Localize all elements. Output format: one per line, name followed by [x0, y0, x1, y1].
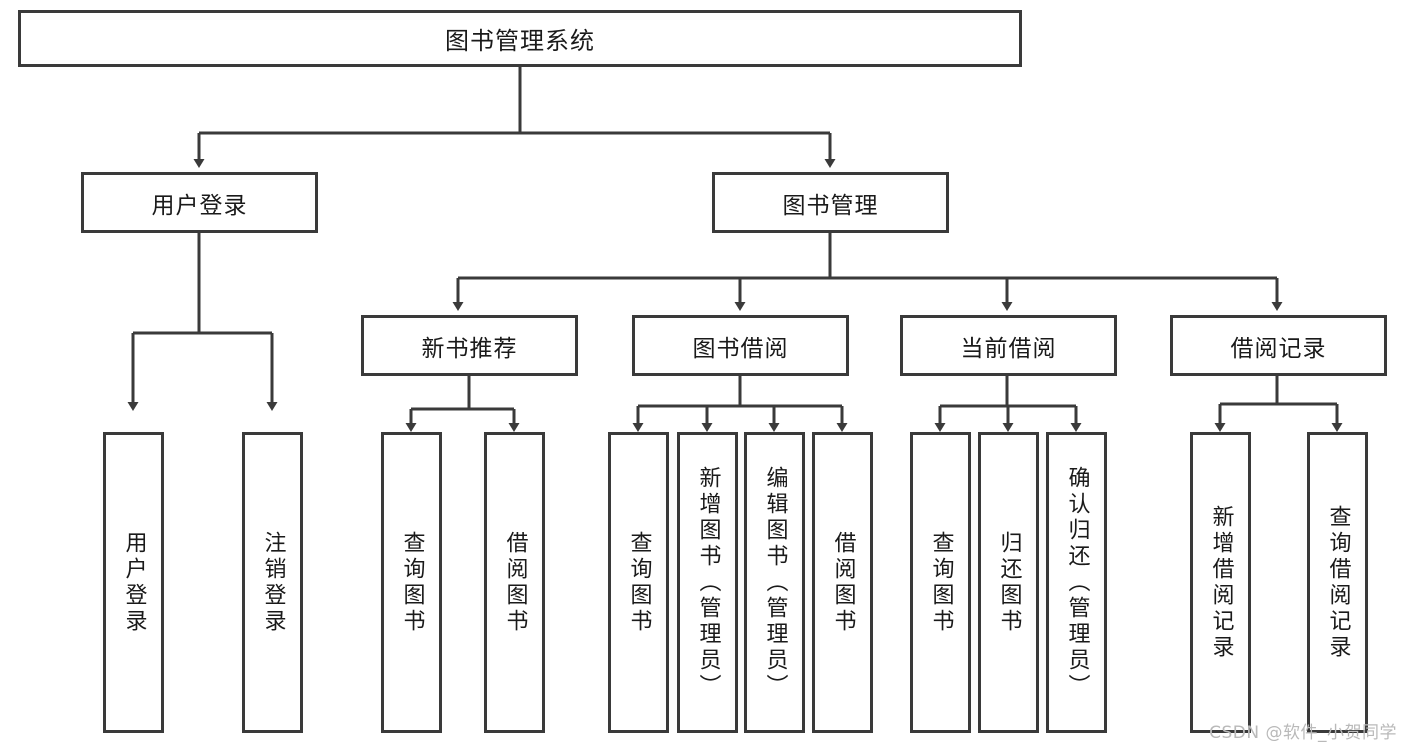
node-new-book-rec-label: 新书推荐 — [421, 335, 518, 362]
leaf-user-logout[interactable]: 注销登录 — [242, 432, 303, 733]
leaf-cur-query-label: 查询图书 — [928, 530, 954, 635]
node-root-label: 图书管理系统 — [445, 27, 595, 55]
leaf-borrow-query-label: 查询图书 — [626, 530, 652, 635]
node-book-borrow[interactable]: 图书借阅 — [632, 315, 849, 376]
leaf-rec-query[interactable]: 查询图书 — [381, 432, 442, 733]
leaf-cur-confirm[interactable]: 确认归还（管理员） — [1046, 432, 1107, 733]
leaf-borrow-add-label: 新增图书（管理员） — [695, 465, 721, 700]
leaf-rec-borrow-label: 借阅图书 — [502, 530, 528, 635]
node-borrow-record-label: 借阅记录 — [1230, 335, 1327, 362]
node-book-manage[interactable]: 图书管理 — [712, 172, 949, 233]
leaf-rec-borrow[interactable]: 借阅图书 — [484, 432, 545, 733]
node-borrow-record[interactable]: 借阅记录 — [1170, 315, 1387, 376]
leaf-cur-confirm-label: 确认归还（管理员） — [1064, 465, 1090, 700]
leaf-user-login-label: 用户登录 — [121, 530, 147, 635]
node-current-borrow-label: 当前借阅 — [960, 335, 1057, 362]
leaf-borrow-edit-label: 编辑图书（管理员） — [762, 465, 788, 700]
leaf-rec-add[interactable]: 新增借阅记录 — [1190, 432, 1251, 733]
node-book-borrow-label: 图书借阅 — [692, 335, 789, 362]
node-user-login-label: 用户登录 — [151, 192, 248, 219]
leaf-borrow-add[interactable]: 新增图书（管理员） — [677, 432, 738, 733]
leaf-borrow-do[interactable]: 借阅图书 — [812, 432, 873, 733]
leaf-rec-query-label: 查询图书 — [399, 530, 425, 635]
node-root[interactable]: 图书管理系统 — [18, 10, 1022, 67]
leaf-rec-search[interactable]: 查询借阅记录 — [1307, 432, 1368, 733]
leaf-borrow-do-label: 借阅图书 — [830, 530, 856, 635]
node-user-login[interactable]: 用户登录 — [81, 172, 318, 233]
node-current-borrow[interactable]: 当前借阅 — [900, 315, 1117, 376]
leaf-cur-return-label: 归还图书 — [996, 530, 1022, 635]
leaf-borrow-edit[interactable]: 编辑图书（管理员） — [744, 432, 805, 733]
node-new-book-rec[interactable]: 新书推荐 — [361, 315, 578, 376]
leaf-cur-query[interactable]: 查询图书 — [910, 432, 971, 733]
leaf-borrow-query[interactable]: 查询图书 — [608, 432, 669, 733]
leaf-rec-search-label: 查询借阅记录 — [1325, 504, 1351, 661]
leaf-cur-return[interactable]: 归还图书 — [978, 432, 1039, 733]
leaf-user-login[interactable]: 用户登录 — [103, 432, 164, 733]
leaf-rec-add-label: 新增借阅记录 — [1208, 504, 1234, 661]
node-book-manage-label: 图书管理 — [782, 192, 879, 219]
leaf-user-logout-label: 注销登录 — [260, 530, 286, 635]
